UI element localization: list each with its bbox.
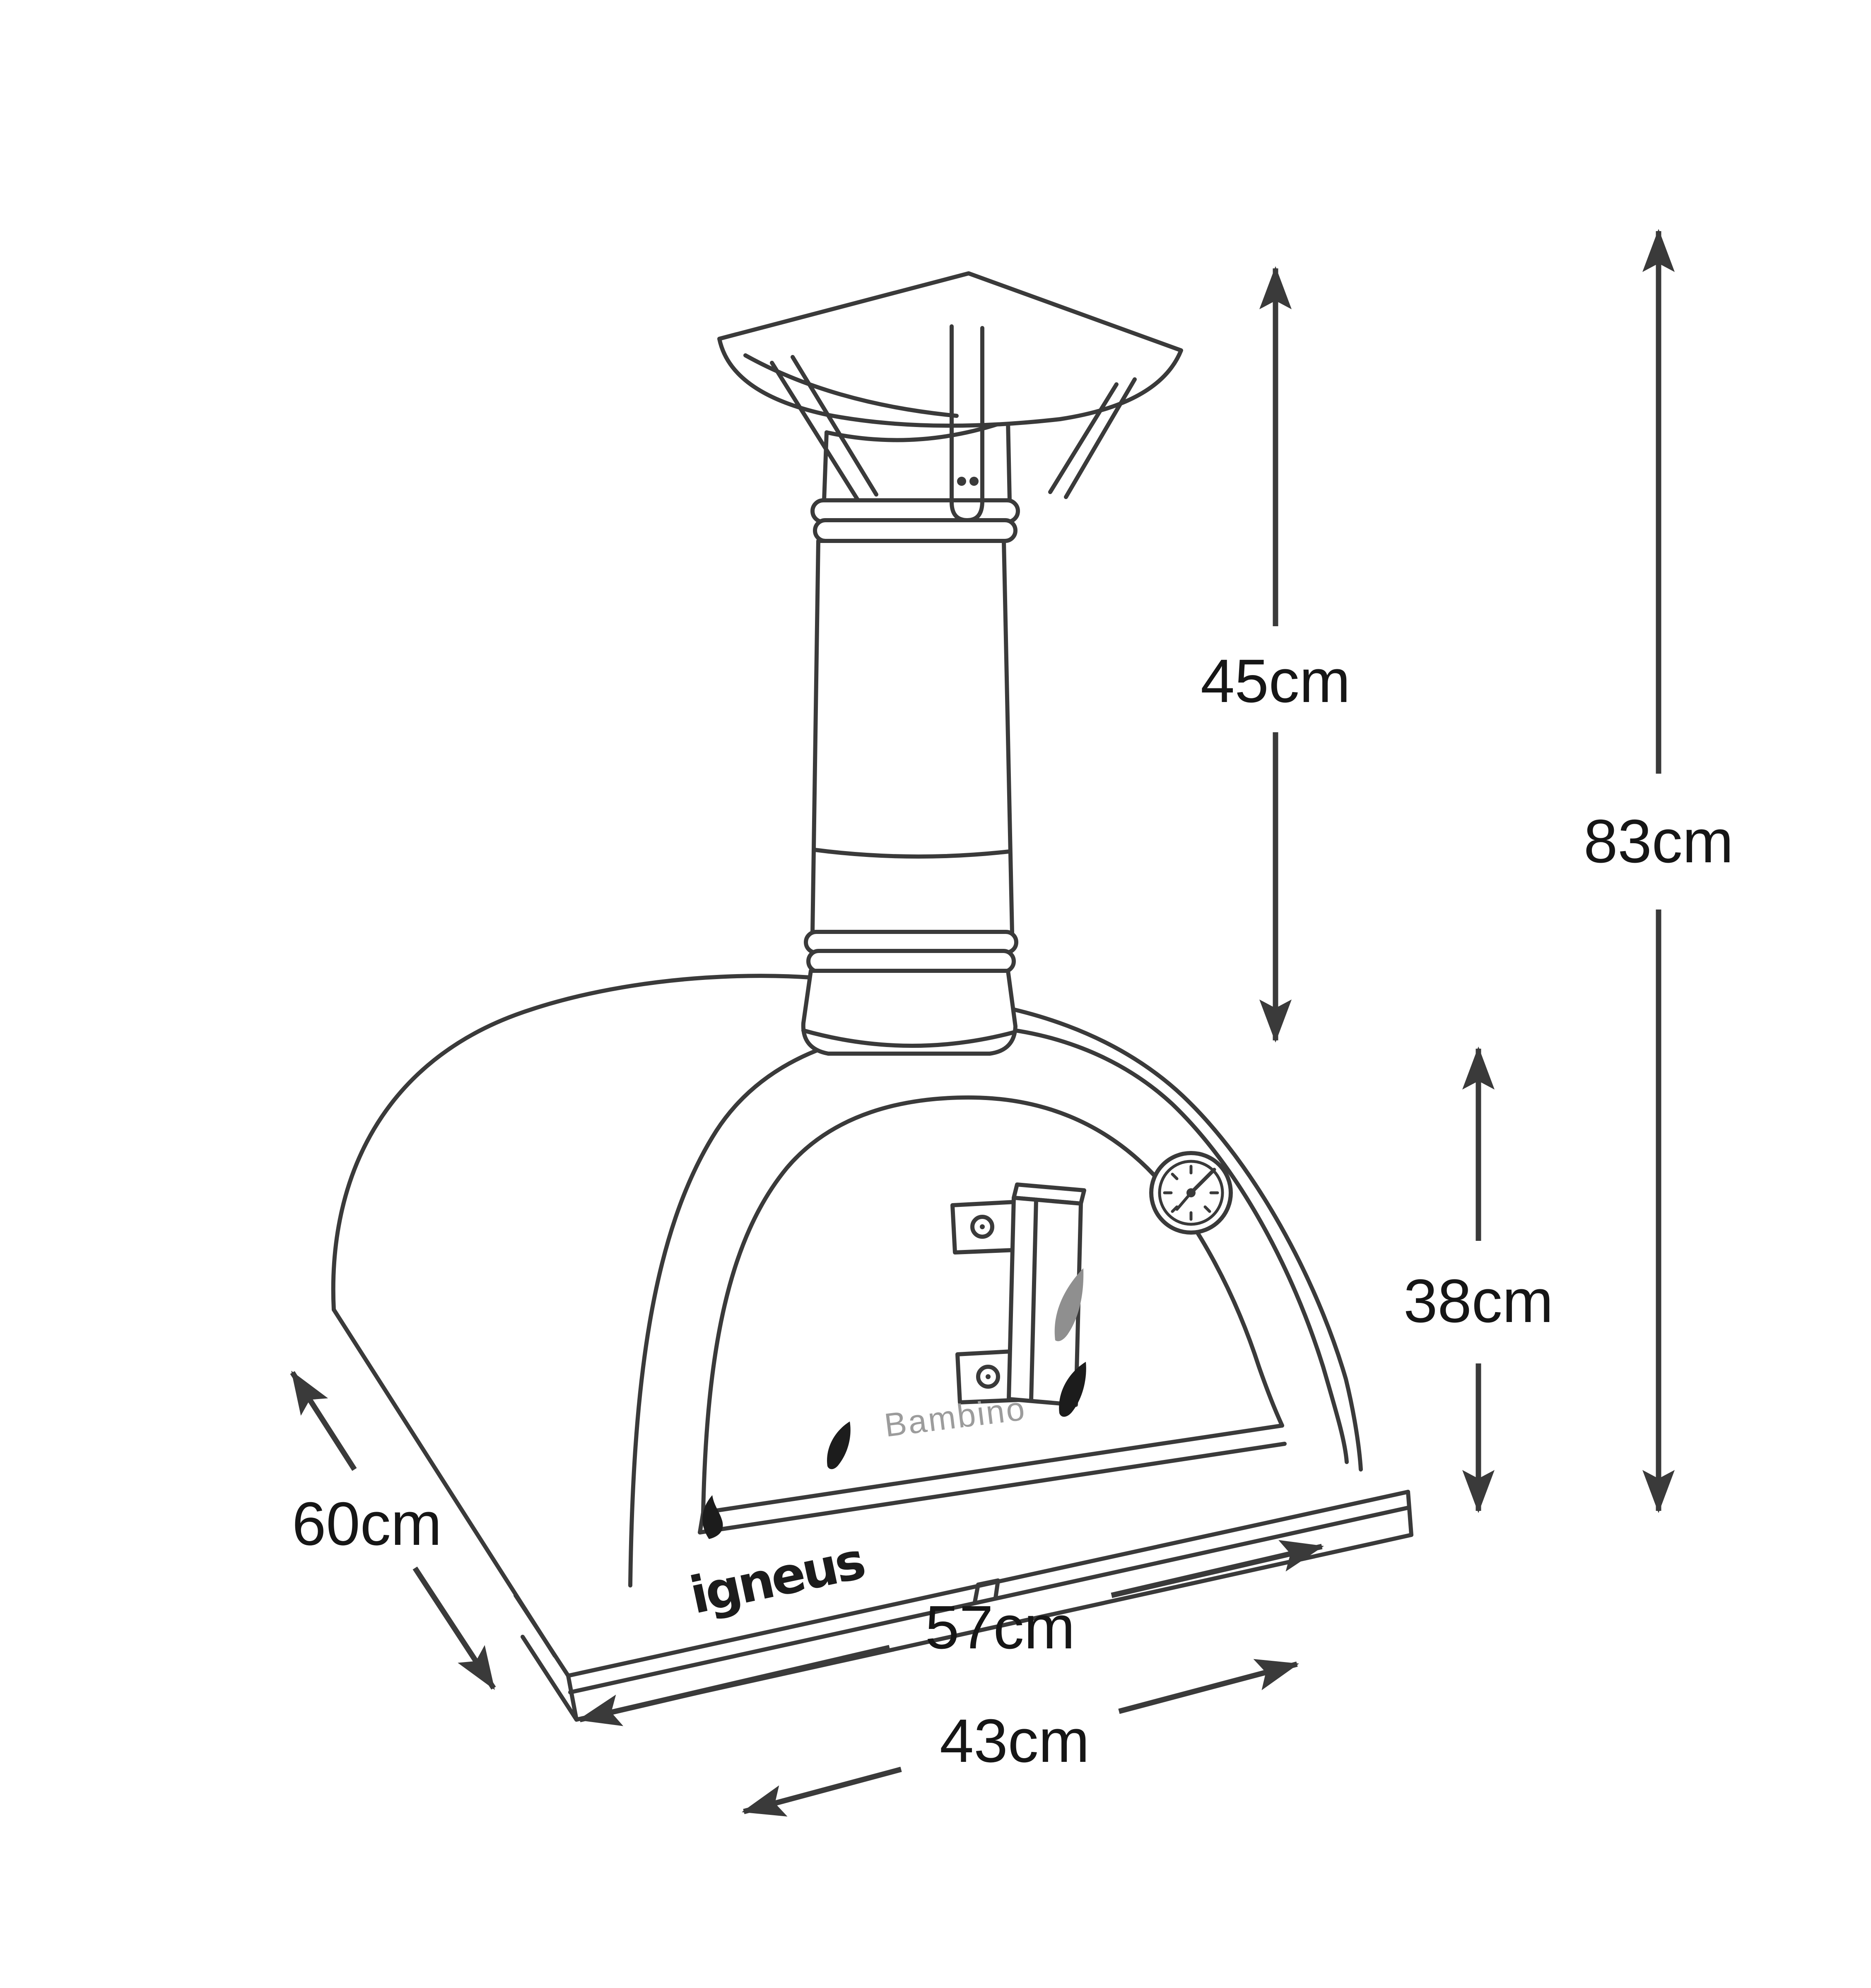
bottom-bracket-screw-icon (976, 1365, 1000, 1389)
flame-icon (827, 1421, 851, 1469)
brand-logo: igneus (685, 1531, 868, 1625)
leaf-icon (1054, 1268, 1084, 1341)
pipe-seam (813, 848, 1011, 859)
body-height-label: 38cm (1403, 1267, 1553, 1335)
base-left-top-edge (514, 1593, 570, 1678)
total-height-label: 83cm (1584, 807, 1734, 876)
door-sill-bottom (698, 1442, 1287, 1534)
pipe-base-flare (801, 969, 1017, 1056)
dimension-front-width (577, 1540, 1324, 1726)
pizza-oven-drawing (331, 271, 1413, 1722)
base-mid-edge (568, 1505, 1411, 1694)
model-label: Bambino (882, 1390, 1028, 1444)
chimney-cap-icon (717, 271, 1183, 522)
oven-front-face-arch (628, 1024, 1349, 1588)
dimension-base-width (741, 1659, 1300, 1817)
cap-strap-center (950, 324, 984, 522)
door-handle (950, 1182, 1086, 1407)
thermometer-needle (1189, 1168, 1216, 1195)
depth-label: 60cm (292, 1490, 442, 1558)
cap-strap-right (1064, 377, 1137, 499)
base-left-end (566, 1674, 579, 1722)
top-bracket-screw-icon (970, 1215, 994, 1239)
dimension-labels: 45cm 83cm 38cm 60cm 57cm 43cm (292, 647, 1734, 1775)
flame-icon (1059, 1362, 1086, 1417)
thermometer-icon (1149, 1151, 1233, 1235)
front-width-label: 57cm (925, 1593, 1075, 1662)
door-glass-flames (827, 1362, 1086, 1469)
pipe-body (810, 539, 1014, 935)
base-right-end (1406, 1490, 1413, 1537)
oven-door-window (698, 1095, 1287, 1534)
chimney-pipe (801, 419, 1020, 1056)
door-sill-top (701, 1423, 1284, 1515)
brand-flame-icon (702, 1495, 723, 1539)
base-width-label: 43cm (940, 1707, 1090, 1775)
base-front-clip (973, 1578, 1000, 1604)
dimension-depth (290, 1370, 496, 1690)
base-left-bottom-edge (521, 1635, 579, 1722)
cap-strap-left (770, 361, 860, 502)
chimney-height-label: 45cm (1201, 647, 1350, 715)
